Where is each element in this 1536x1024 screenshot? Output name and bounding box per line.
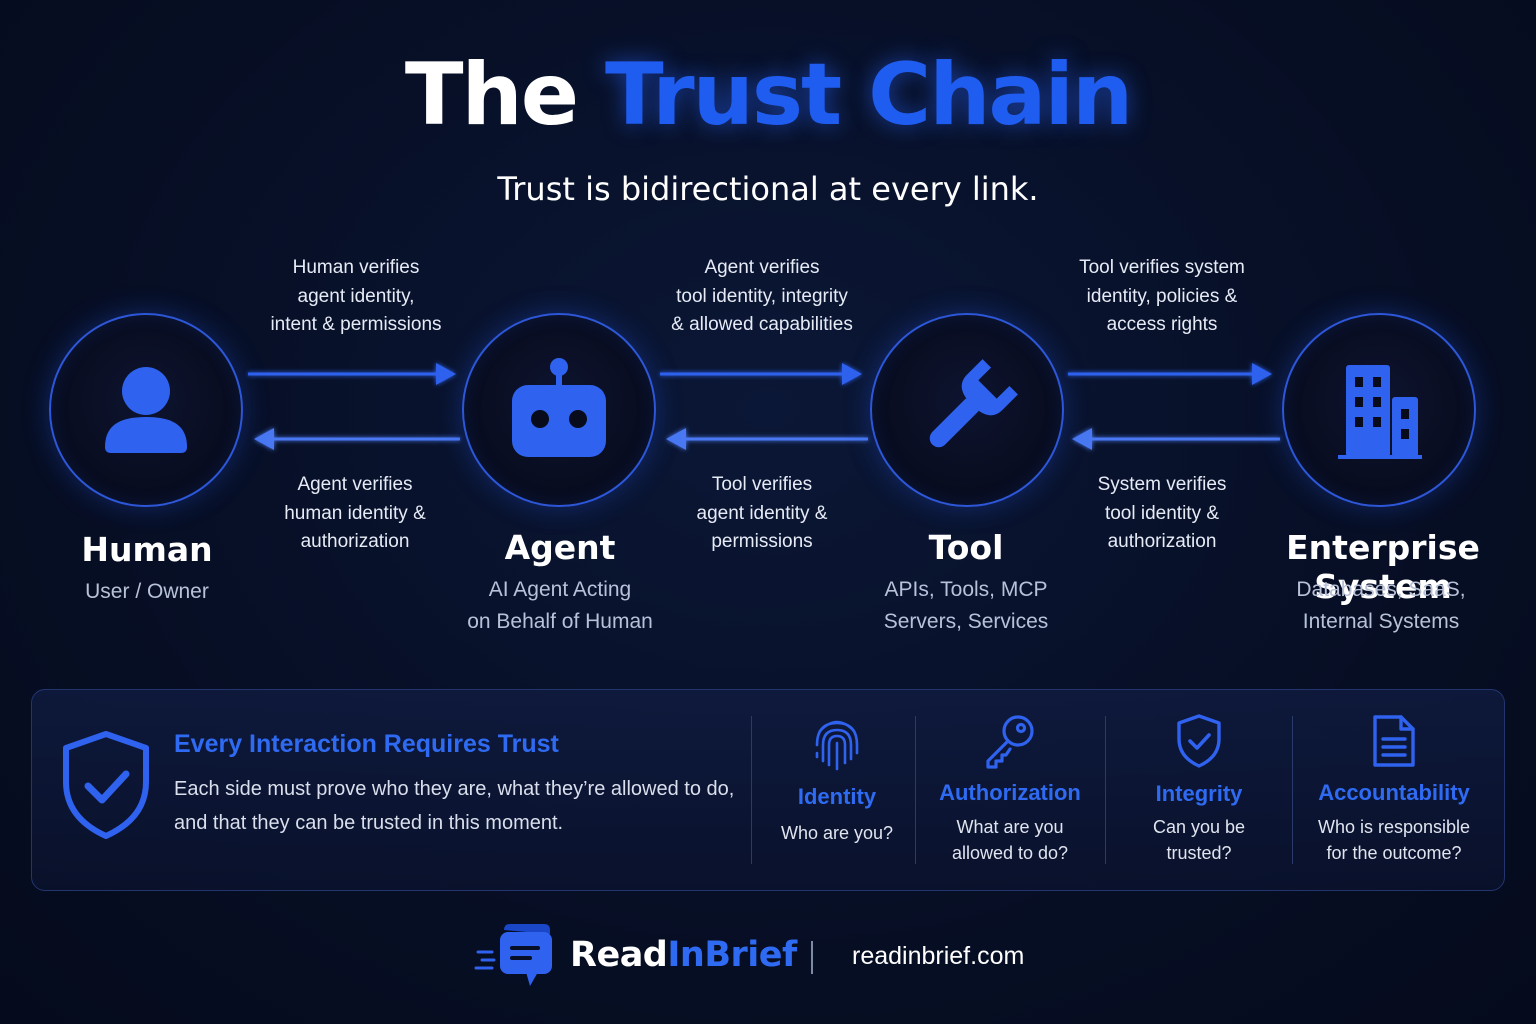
enterprise-system-node-title: Enterprise System	[1286, 528, 1480, 606]
document-icon	[1373, 715, 1415, 767]
pillar-integrity-text-line-2: trusted?	[1166, 843, 1232, 863]
footer-separator	[811, 941, 813, 974]
agent-node-subtitle-line-2: on Behalf of Human	[467, 610, 653, 633]
pillar-integrity-label: Integrity	[1155, 781, 1243, 806]
pillar-accountability-text: Who is responsible for the outcome?	[1299, 814, 1489, 866]
link-1-backward-line-1: Agent verifies	[297, 474, 413, 495]
pillar-accountability-label: Accountability	[1318, 780, 1470, 805]
link-3-backward-line-2: tool identity &	[1104, 502, 1220, 524]
link-2-backward-line-3: permissions	[711, 531, 813, 552]
link-2-backward-label: Tool verifies agent identity & permissio…	[642, 471, 882, 557]
link-2-forward-line-2: tool identity, integrity	[676, 285, 848, 307]
link-3-backward-line-1: System verifies	[1097, 474, 1227, 495]
tool-node-subtitle: APIs, Tools, MCP Servers, Services	[816, 574, 1116, 638]
shield-check-icon	[63, 731, 149, 839]
link-3-forward-line-1: Tool verifies system	[1079, 257, 1245, 278]
link-2-forward-line-3: & allowed capabilities	[671, 314, 853, 335]
human-node-subtitle-line-1: User / Owner	[85, 580, 209, 603]
shield-check-icon	[1177, 714, 1221, 768]
pillar-accountability-text-line-2: for the outcome?	[1326, 843, 1462, 863]
trust-requirements-panel	[31, 689, 1505, 891]
link-1-forward-label: Human verifies agent identity, intent & …	[236, 254, 476, 340]
enterprise-system-node-subtitle-line-2: Internal Systems	[1302, 610, 1460, 633]
pillar-identity-label: Identity	[797, 784, 877, 809]
fingerprint-icon	[815, 720, 859, 771]
pillar-identity-text: Who are you?	[742, 820, 932, 846]
panel-description: Each side must prove who they are, what …	[174, 772, 744, 840]
brand-part-2: InBrief	[667, 935, 797, 975]
brand-part-1: Read	[570, 935, 668, 975]
pillar-authorization-label: Authorization	[939, 780, 1081, 805]
link-1-forward-line-2: agent identity,	[297, 285, 415, 307]
link-2-forward-label: Agent verifies tool identity, integrity …	[642, 254, 882, 340]
title-part-1: The	[404, 45, 579, 145]
enterprise-system-node-subtitle: Databases, SaaS, Internal Systems	[1231, 574, 1531, 638]
link-3-backward-label: System verifies tool identity & authoriz…	[1042, 471, 1282, 557]
agent-node	[462, 313, 656, 507]
link-3-forward-label: Tool verifies system identity, policies …	[1042, 254, 1282, 340]
arrow-agent-to-human	[254, 428, 460, 450]
link-2-backward-line-1: Tool verifies	[711, 474, 813, 495]
tool-node	[870, 313, 1064, 507]
page-title: The Trust Chain	[0, 52, 1536, 138]
tool-node-subtitle-line-2: Servers, Services	[883, 610, 1049, 633]
arrow-human-to-agent	[248, 363, 456, 385]
pillar-accountability-text-line-1: Who is responsible	[1317, 817, 1471, 837]
chat-book-icon	[474, 924, 552, 986]
link-2-forward-line-1: Agent verifies	[704, 257, 820, 278]
arrow-system-to-tool	[1072, 428, 1280, 450]
link-3-forward-line-2: identity, policies &	[1086, 285, 1238, 307]
human-node	[49, 313, 243, 507]
person-icon	[105, 367, 187, 453]
panel-divider	[1292, 716, 1293, 864]
link-2-backward-line-2: agent identity &	[696, 502, 828, 524]
footer-url: readinbrief.com	[852, 942, 1025, 970]
arrow-tool-to-agent	[666, 428, 868, 450]
title-part-2: Trust Chain	[605, 45, 1133, 145]
pillar-identity-text-line-1: Who are you?	[780, 823, 894, 843]
link-1-forward-line-1: Human verifies	[292, 257, 420, 278]
brand-logo-text: ReadInBrief	[570, 935, 797, 975]
link-1-backward-label: Agent verifies human identity & authoriz…	[235, 471, 475, 557]
arrow-agent-to-tool	[660, 363, 862, 385]
panel-divider	[751, 716, 752, 864]
key-icon	[986, 715, 1034, 769]
panel-title: Every Interaction Requires Trust	[174, 730, 559, 758]
building-icon	[1338, 365, 1422, 459]
pillar-authorization-text: What are you allowed to do?	[915, 814, 1105, 866]
enterprise-system-node	[1282, 313, 1476, 507]
pillar-integrity-text-line-1: Can you be	[1152, 817, 1246, 837]
pillar-authorization-text-line-2: allowed to do?	[951, 843, 1069, 863]
link-1-backward-line-2: human identity &	[284, 502, 426, 524]
agent-node-subtitle-line-1: AI Agent Acting	[488, 578, 632, 601]
wrench-icon	[929, 359, 1018, 448]
panel-divider	[915, 716, 916, 864]
panel-description-line-1: Each side must prove who they are, what …	[174, 778, 735, 800]
link-3-backward-line-3: authorization	[1107, 531, 1217, 552]
pillar-integrity-text: Can you be trusted?	[1104, 814, 1294, 866]
panel-description-line-2: and that they can be trusted in this mom…	[174, 812, 564, 834]
robot-icon	[512, 358, 606, 457]
agent-node-title: Agent	[504, 528, 616, 567]
agent-node-subtitle: AI Agent Acting on Behalf of Human	[410, 574, 710, 638]
page-subtitle: Trust is bidirectional at every link.	[497, 170, 1039, 208]
link-1-forward-line-3: intent & permissions	[270, 314, 442, 335]
pillar-authorization-text-line-1: What are you	[956, 817, 1064, 837]
arrow-tool-to-system	[1068, 363, 1272, 385]
panel-divider	[1105, 716, 1106, 864]
human-node-title: Human	[81, 530, 213, 569]
tool-node-subtitle-line-1: APIs, Tools, MCP	[884, 578, 1048, 601]
link-1-backward-line-3: authorization	[300, 531, 410, 552]
link-3-forward-line-3: access rights	[1106, 314, 1218, 335]
tool-node-title: Tool	[928, 528, 1004, 567]
enterprise-system-node-subtitle-line-1: Databases, SaaS,	[1296, 578, 1466, 601]
human-node-subtitle: User / Owner	[0, 576, 297, 608]
